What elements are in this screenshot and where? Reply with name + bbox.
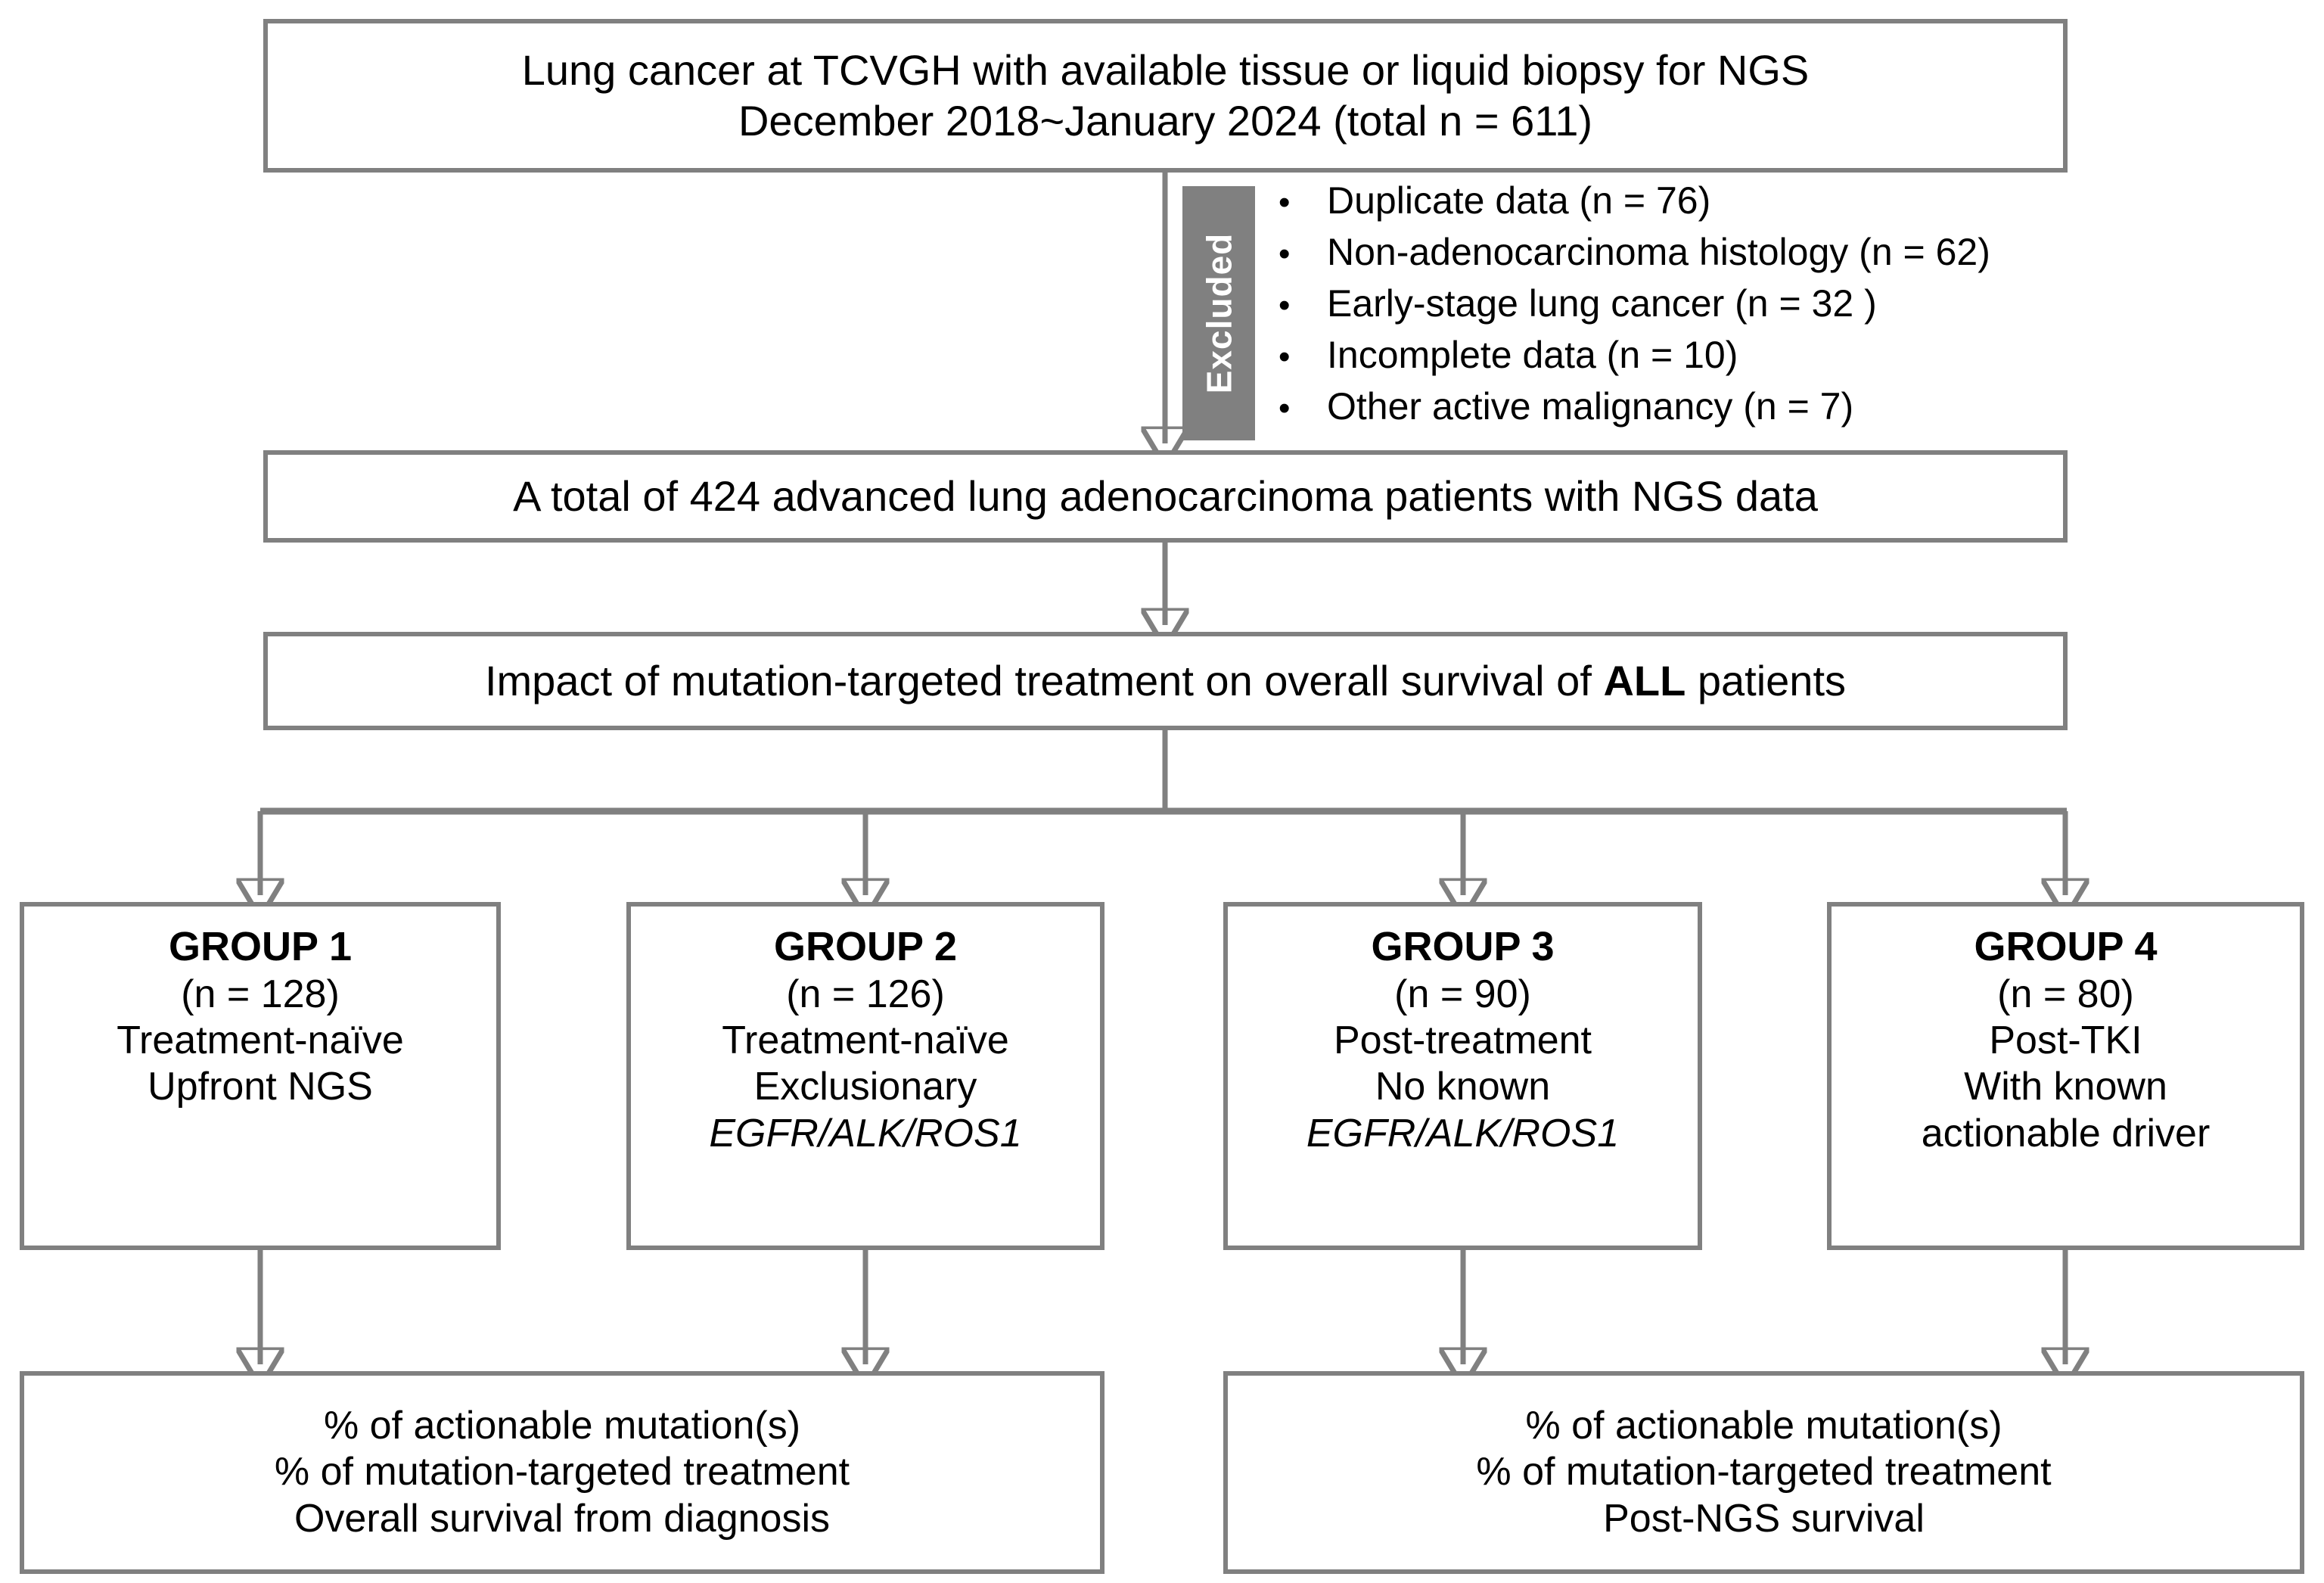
group-4-line-3: actionable driver	[1921, 1111, 2211, 1155]
group-1-line-1: Treatment-naïve	[117, 1019, 404, 1063]
group-4-line-2: With known	[1964, 1065, 2167, 1109]
exclusion-text: Non-adenocarcinoma histology (n = 62)	[1327, 231, 1990, 273]
group-4-title: GROUP 4	[1974, 924, 2158, 969]
group-4-line-1: Post-TKI	[1989, 1019, 2142, 1063]
group-3-n: (n = 90)	[1394, 972, 1531, 1016]
exclusion-text: Duplicate data (n = 76)	[1327, 179, 1711, 222]
outcome-left-line-3: Overall survival from diagnosis	[294, 1496, 831, 1541]
outcome-right-line-3: Post-NGS survival	[1603, 1496, 1925, 1541]
analysis-emphasis: ALL	[1603, 656, 1686, 704]
final-cohort-box: A total of 424 advanced lung adenocarcin…	[263, 450, 2068, 543]
exclusion-text: Other active malignancy (n = 7)	[1327, 385, 1854, 428]
group-2-n: (n = 126)	[786, 972, 945, 1016]
source-line-2: December 2018~January 2024 (total n = 61…	[738, 96, 1593, 145]
group-3-gene-line: EGFR/ALK/ROS1	[1306, 1111, 1620, 1155]
outcome-left-line-1: % of actionable mutation(s)	[323, 1403, 801, 1448]
group-box-2: GROUP 2 (n = 126) Treatment-naïve Exclus…	[626, 902, 1105, 1250]
analysis-text: Impact of mutation-targeted treatment on…	[485, 656, 1846, 706]
outcome-box-left: % of actionable mutation(s) % of mutatio…	[20, 1371, 1105, 1574]
group-2-title: GROUP 2	[773, 924, 958, 969]
bullet-icon: •	[1279, 287, 1291, 324]
cohort-line-1: A total of 424 advanced lung adenocarcin…	[513, 471, 1818, 520]
exclusion-text: Incomplete data (n = 10)	[1327, 334, 1738, 376]
bullet-icon: •	[1279, 184, 1291, 221]
group-2-line-2: Exclusionary	[753, 1065, 977, 1109]
outcome-right-line-1: % of actionable mutation(s)	[1525, 1403, 2002, 1448]
group-2-line-1: Treatment-naïve	[722, 1019, 1009, 1063]
bullet-icon: •	[1279, 390, 1291, 427]
outcome-box-right: % of actionable mutation(s) % of mutatio…	[1223, 1371, 2304, 1574]
analysis-suffix: patients	[1686, 656, 1847, 704]
outcome-left-line-2: % of mutation-targeted treatment	[274, 1450, 850, 1494]
analysis-objective-box: Impact of mutation-targeted treatment on…	[263, 632, 2068, 730]
excluded-ribbon: Excluded	[1182, 186, 1255, 440]
list-item: • Non-adenocarcinoma histology (n = 62)	[1279, 230, 2171, 281]
list-item: • Duplicate data (n = 76)	[1279, 179, 2171, 230]
exclusion-text: Early-stage lung cancer (n = 32 )	[1327, 282, 1877, 325]
analysis-prefix: Impact of mutation-targeted treatment on…	[484, 656, 1604, 704]
group-1-title: GROUP 1	[168, 924, 353, 969]
group-1-line-2: Upfront NGS	[148, 1065, 373, 1109]
group-1-n: (n = 128)	[181, 972, 340, 1016]
source-cohort-box: Lung cancer at TCVGH with available tiss…	[263, 19, 2068, 173]
excluded-label: Excluded	[1199, 232, 1239, 394]
list-item: • Incomplete data (n = 10)	[1279, 333, 2171, 384]
group-box-1: GROUP 1 (n = 128) Treatment-naïve Upfron…	[20, 902, 501, 1250]
group-3-line-2: No known	[1375, 1065, 1551, 1109]
group-3-line-1: Post-treatment	[1333, 1019, 1592, 1063]
group-box-3: GROUP 3 (n = 90) Post-treatment No known…	[1223, 902, 1702, 1250]
bullet-icon: •	[1279, 338, 1291, 375]
exclusion-list: • Duplicate data (n = 76) • Non-adenocar…	[1279, 179, 2171, 436]
bullet-icon: •	[1279, 235, 1291, 272]
group-4-n: (n = 80)	[1997, 972, 2134, 1016]
list-item: • Early-stage lung cancer (n = 32 )	[1279, 281, 2171, 333]
group-2-gene-line: EGFR/ALK/ROS1	[709, 1111, 1022, 1155]
source-line-1: Lung cancer at TCVGH with available tiss…	[521, 46, 1810, 95]
group-box-4: GROUP 4 (n = 80) Post-TKI With known act…	[1827, 902, 2304, 1250]
list-item: • Other active malignancy (n = 7)	[1279, 384, 2171, 436]
group-3-title: GROUP 3	[1371, 924, 1555, 969]
outcome-right-line-2: % of mutation-targeted treatment	[1476, 1450, 2052, 1494]
